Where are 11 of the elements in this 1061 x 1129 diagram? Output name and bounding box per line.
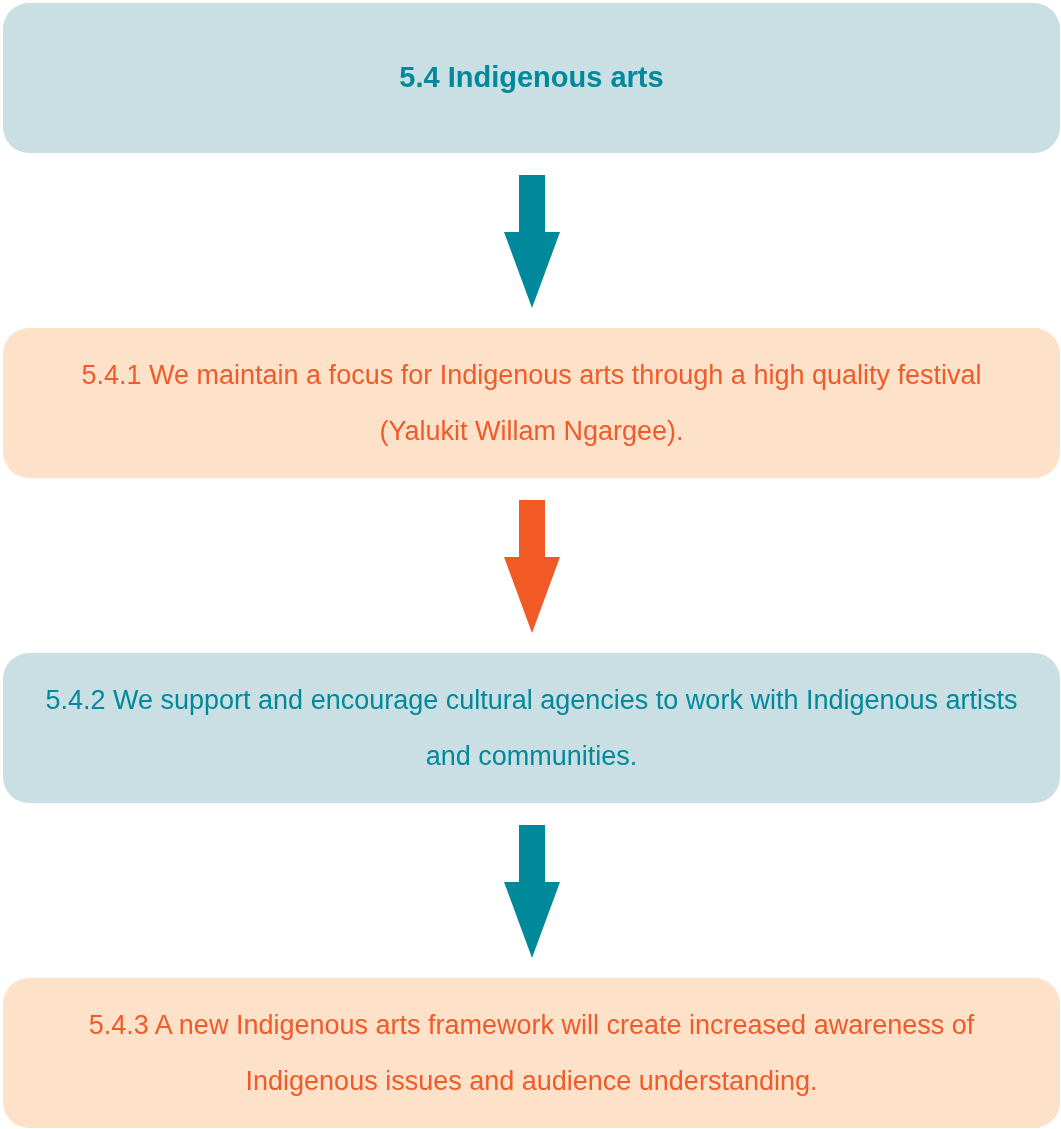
process-box — [3, 328, 1060, 478]
arrow — [504, 825, 560, 958]
process-box — [3, 3, 1060, 153]
box-text: 5.4.1 We maintain a focus for Indigenous arts through a high quality festival (Yalukit Willam Ngargee). — [80, 359, 983, 448]
process-box — [3, 978, 1060, 1128]
box-title: 5.4 Indigenous arts — [399, 60, 664, 96]
process-box — [3, 653, 1060, 803]
arrow — [504, 175, 560, 308]
arrow — [504, 500, 560, 633]
box-text: 5.4.2 We support and encourage cultural agencies to work with Indigenous artists and communities. — [44, 684, 1019, 773]
box-text: 5.4.3 A new Indigenous arts framework will create increased awareness of Indigenous issues and audience understanding. — [87, 1009, 976, 1098]
